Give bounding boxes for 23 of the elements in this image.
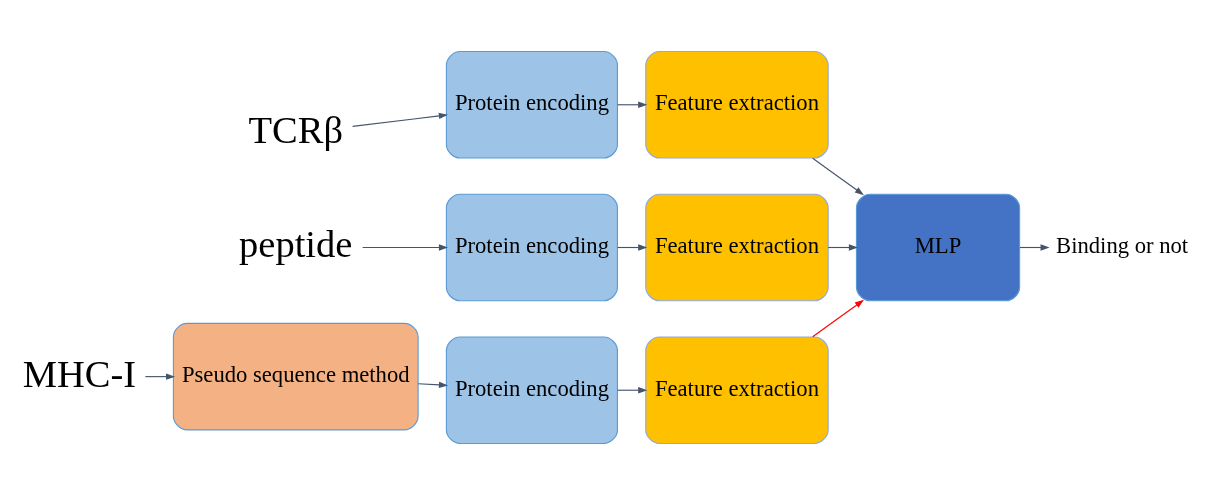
arrow bbox=[617, 386, 648, 393]
node-box: Feature extraction bbox=[645, 335, 829, 444]
arrow bbox=[812, 299, 864, 337]
node-text: peptide bbox=[239, 222, 353, 265]
arrow bbox=[417, 381, 448, 388]
arrow bbox=[617, 101, 648, 108]
arrow bbox=[1019, 243, 1050, 251]
arrow bbox=[812, 157, 864, 195]
node-box: Protein encoding bbox=[445, 50, 619, 159]
node-box: Protein encoding bbox=[445, 335, 619, 444]
node-box: Feature extraction bbox=[645, 50, 829, 159]
node-box: Protein encoding bbox=[445, 193, 619, 301]
arrow bbox=[144, 372, 176, 380]
node-box: Pseudo sequence method bbox=[172, 322, 419, 430]
node-text: TCRβ bbox=[248, 108, 343, 151]
node-box: Feature extraction bbox=[645, 193, 829, 301]
arrow bbox=[617, 243, 648, 251]
arrow bbox=[352, 112, 448, 127]
arrow bbox=[362, 243, 448, 251]
arrow bbox=[827, 243, 858, 251]
node-text: MHC-I bbox=[22, 351, 137, 394]
node-box: MLP bbox=[855, 193, 1021, 301]
node-text: Binding or not bbox=[1056, 232, 1189, 258]
